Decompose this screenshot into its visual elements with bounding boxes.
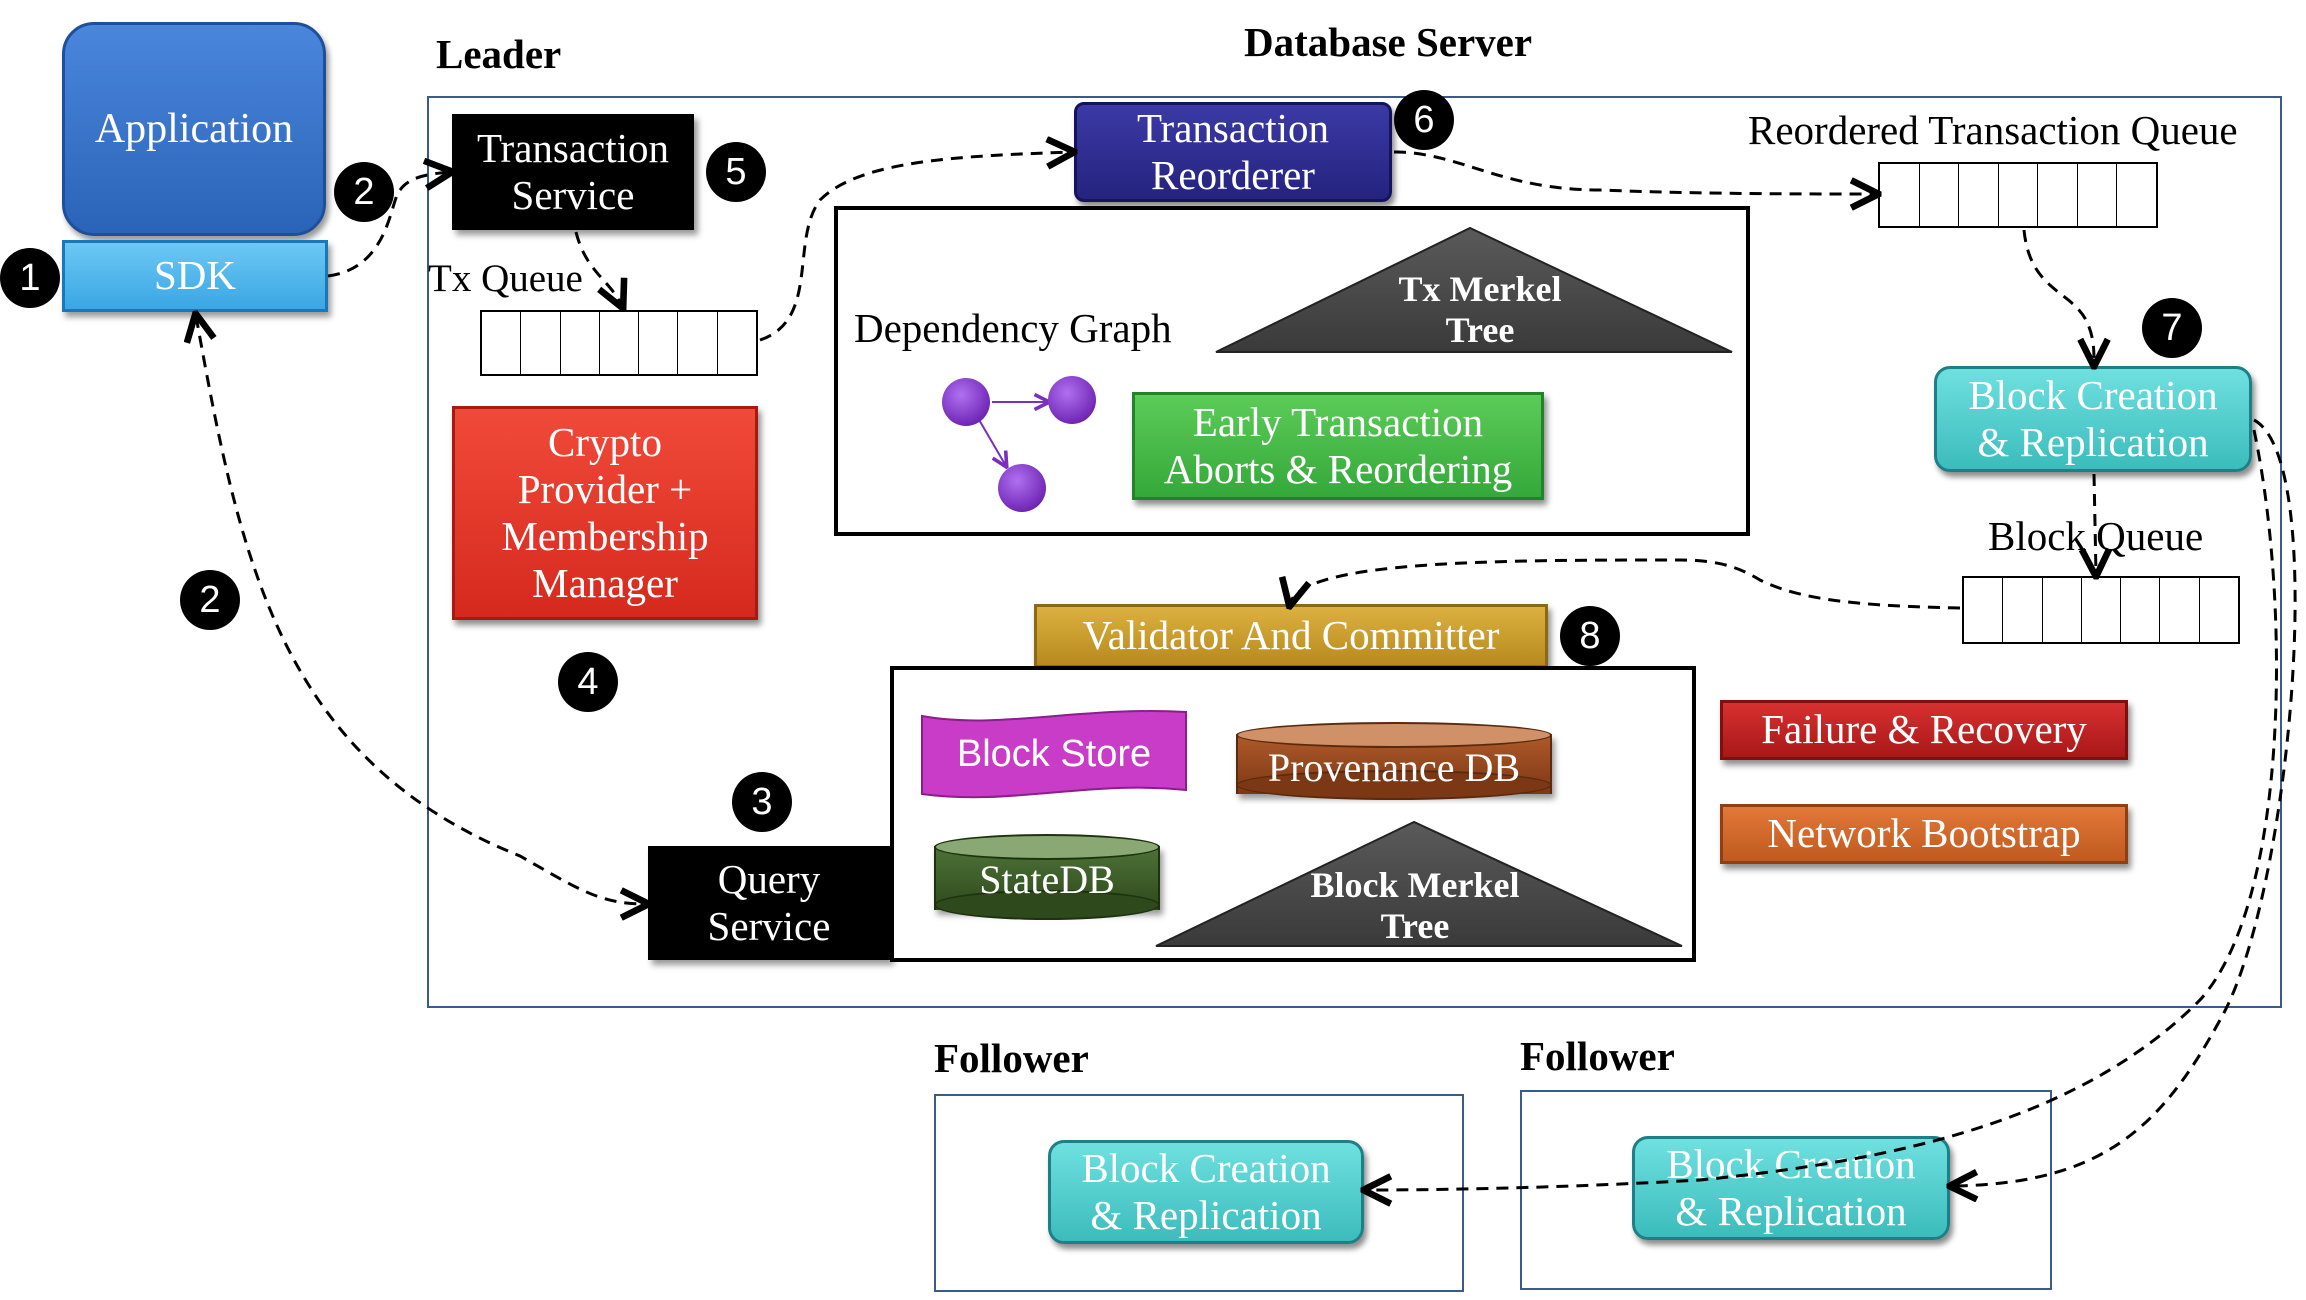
- graph-node-icon: [998, 464, 1046, 512]
- block-merkel-tree: [1155, 820, 1683, 947]
- arrow-icon: [759, 152, 1072, 342]
- arrow-icon: [1366, 429, 2278, 1190]
- arrow-icon: [327, 172, 450, 278]
- block-creation-leader-box[interactable]: Block Creation & Replication: [1934, 366, 2252, 472]
- follower-left-title: Follower: [934, 1035, 1089, 1081]
- leader-title: Leader: [436, 31, 562, 77]
- provenance-db-label: Provenance DB: [1267, 745, 1521, 790]
- tx-queue-label: Tx Queue: [428, 257, 583, 300]
- graph-node-icon: [1048, 376, 1096, 424]
- network-bootstrap-box[interactable]: Network Bootstrap: [1720, 804, 2128, 864]
- block-store-label: Block Store: [956, 733, 1152, 776]
- state-db-label: StateDB: [979, 857, 1115, 902]
- arrow-icon: [196, 316, 646, 904]
- arrow-icon: [574, 231, 622, 306]
- transaction-service-box[interactable]: Transaction Service: [452, 114, 694, 230]
- step-7-badge: 7: [2142, 298, 2202, 358]
- arrow-icon: [2094, 473, 2096, 574]
- block-merkel-tree-label: Block Merkel Tree: [1310, 864, 1520, 946]
- application-box[interactable]: Application: [62, 22, 326, 236]
- graph-node-icon: [942, 378, 990, 426]
- step-1-badge: 1: [0, 248, 60, 308]
- step-3-badge: 3: [732, 772, 792, 832]
- follower-right-frame: [1520, 1090, 2052, 1290]
- follower-right-title: Follower: [1520, 1033, 1675, 1079]
- block-creation-follower-left-box[interactable]: Block Creation & Replication: [1048, 1140, 1364, 1244]
- query-service-box[interactable]: Query Service: [648, 846, 890, 960]
- early-aborts-box[interactable]: Early Transaction Aborts & Reordering: [1132, 392, 1544, 500]
- block-queue: [1962, 576, 2240, 644]
- arrow-icon: [1952, 418, 2297, 1186]
- arrow-icon: [1393, 150, 1876, 194]
- follower-left-frame: [934, 1094, 1464, 1292]
- step-2-top-badge: 2: [334, 162, 394, 222]
- sdk-box[interactable]: SDK: [62, 240, 328, 312]
- step-6-badge: 6: [1394, 90, 1454, 150]
- database-server-title: Database Server: [1244, 19, 1533, 65]
- flow-arrows: [196, 150, 2297, 1190]
- state-db[interactable]: StateDB: [934, 834, 1160, 924]
- arrow-icon: [1290, 558, 1961, 608]
- transaction-reorderer-box[interactable]: Transaction Reorderer: [1074, 102, 1392, 202]
- tx-merkel-tree-label: Tx Merkel Tree: [1398, 268, 1562, 350]
- block-store[interactable]: [921, 710, 1187, 799]
- step-8-badge: 8: [1560, 606, 1620, 666]
- reordered-transaction-queue: [1878, 162, 2158, 228]
- tx-merkel-tree: [1215, 226, 1733, 353]
- step-5-badge: 5: [706, 142, 766, 202]
- provenance-db[interactable]: Provenance DB: [1236, 722, 1552, 806]
- dependency-graph-label: Dependency Graph: [854, 305, 1172, 351]
- reordered-queue-label: Reordered Transaction Queue: [1748, 107, 2238, 153]
- arrow-icon: [2022, 229, 2094, 364]
- block-creation-follower-right-box[interactable]: Block Creation & Replication: [1632, 1136, 1950, 1240]
- step-4-badge: 4: [558, 652, 618, 712]
- step-2-mid-badge: 2: [180, 570, 240, 630]
- failure-recovery-box[interactable]: Failure & Recovery: [1720, 700, 2128, 760]
- dependency-graph: [942, 376, 1096, 512]
